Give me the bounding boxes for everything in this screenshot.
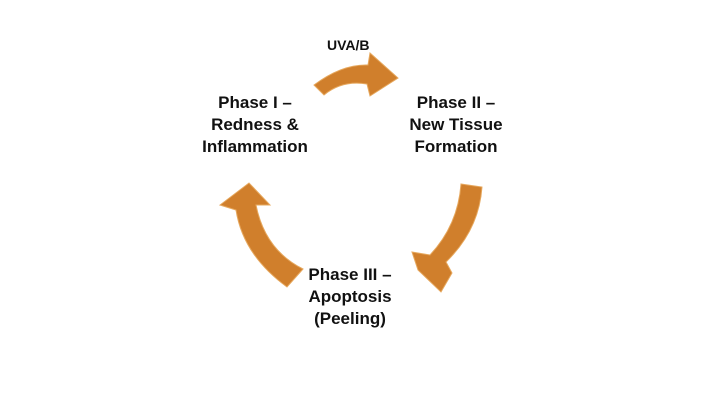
phase-1-line-1: Phase I – xyxy=(218,93,292,112)
phase-2-line-1: Phase II – xyxy=(416,93,496,112)
phase-1-line-3: Inflammation xyxy=(202,137,308,156)
phase-3-label: Phase III – Apoptosis (Peeling) xyxy=(270,264,430,330)
phase-1-label: Phase I – Redness & Inflammation xyxy=(175,92,335,158)
arrow-phase3-to-phase1 xyxy=(218,182,304,288)
phase-3-line-1: Phase III – xyxy=(308,265,392,284)
uva-b-label: UVA/B xyxy=(327,37,370,53)
phase-3-line-3: (Peeling) xyxy=(314,309,386,328)
arrow-phase2-to-phase3 xyxy=(411,183,483,293)
phase-2-label: Phase II – New Tissue Formation xyxy=(376,92,536,158)
arrow-phase1-to-phase2 xyxy=(313,52,399,97)
phase-2-line-2: New Tissue xyxy=(409,115,503,134)
phase-1-line-2: Redness & xyxy=(211,115,299,134)
phase-2-line-3: Formation xyxy=(414,137,498,156)
phase-3-line-2: Apoptosis xyxy=(308,287,392,306)
